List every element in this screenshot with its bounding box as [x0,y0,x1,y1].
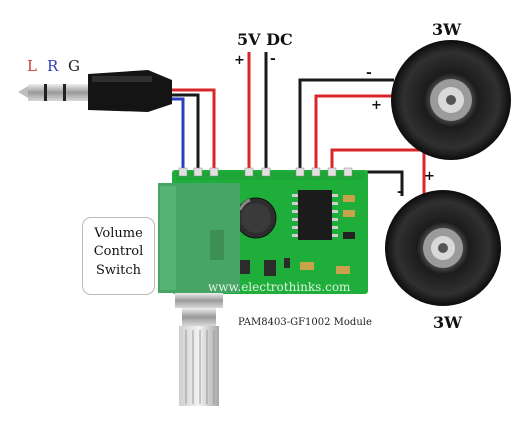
watermark-text: www.electrothinks.com [208,280,351,294]
jack-right-label: R [47,57,59,75]
power-minus-label: - [270,51,276,67]
power-plus-label: + [234,53,245,68]
speaker-bottom-label: 3W [433,313,463,332]
jack-ground-label: G [68,57,80,75]
jack-wires [172,88,216,172]
audio-jack-plug [18,70,172,112]
speaker-top-plus-label: + [371,98,382,113]
power-supply-label: 5V DC [237,30,293,49]
module-caption: PAM8403-GF1002 Module [238,317,372,328]
speaker-bottom-minus-label: - [397,184,403,200]
speaker-bottom-plus-label: + [424,169,435,184]
volume-potentiometer [158,183,240,406]
volume-callout-line-3: Switch [95,263,142,278]
volume-callout-line-1: Volume [94,226,143,241]
volume-callout: Volume Control Switch [82,217,155,295]
speaker-top [391,40,511,160]
jack-left-label: L [27,57,37,75]
power-wires [247,52,268,172]
volume-callout-line-2: Control [93,244,144,259]
speaker-bottom [385,190,501,306]
speaker-top-label: 3W [432,20,462,39]
speaker-top-minus-label: - [366,65,372,81]
